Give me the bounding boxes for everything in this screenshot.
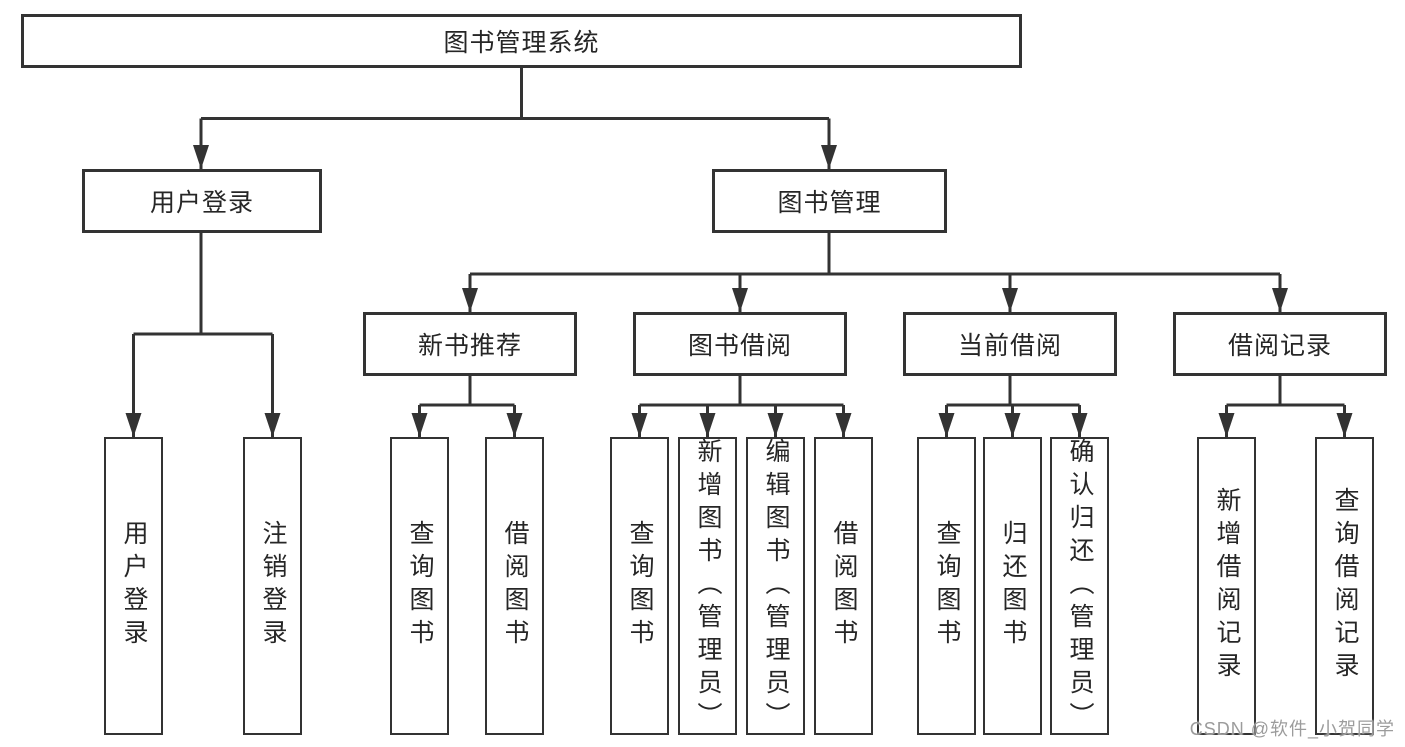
- leaf-label: 归还图书: [999, 520, 1027, 652]
- leaf-label: 查询借阅记录: [1331, 487, 1359, 685]
- leaf-label: 借阅图书: [501, 520, 529, 652]
- node-label: 图书管理系统: [443, 29, 600, 57]
- leaf-query-borrow-record: 查询借阅记录: [1315, 437, 1374, 735]
- node-label: 图书管理: [777, 189, 882, 217]
- leaf-logout: 注销登录: [243, 437, 302, 735]
- node-borrowing-records: 借阅记录: [1173, 312, 1387, 376]
- leaf-confirm-return-admin: 确认归还（管理员）: [1050, 437, 1109, 735]
- leaf-query-books-borrowing: 查询图书: [610, 437, 669, 735]
- leaf-query-books-recommend: 查询图书: [390, 437, 449, 735]
- node-label: 图书借阅: [687, 332, 792, 360]
- leaf-query-books-current: 查询图书: [917, 437, 976, 735]
- node-label: 当前借阅: [957, 332, 1062, 360]
- leaf-label: 确认归还（管理员）: [1066, 437, 1094, 735]
- leaf-label: 新增借阅记录: [1213, 487, 1241, 685]
- leaf-label: 查询图书: [626, 520, 654, 652]
- leaf-label: 新增图书（管理员）: [694, 437, 722, 735]
- node-book-management-branch: 图书管理: [712, 169, 947, 233]
- node-label: 新书推荐: [417, 332, 522, 360]
- leaf-add-borrow-record: 新增借阅记录: [1197, 437, 1256, 735]
- leaf-edit-books-admin: 编辑图书（管理员）: [746, 437, 805, 735]
- leaf-borrow-books-recommend: 借阅图书: [485, 437, 544, 735]
- leaf-label: 编辑图书（管理员）: [762, 437, 790, 735]
- leaf-label: 用户登录: [120, 520, 148, 652]
- node-new-book-recommendation: 新书推荐: [363, 312, 577, 376]
- node-label: 借阅记录: [1227, 332, 1332, 360]
- leaf-borrow-books: 借阅图书: [814, 437, 873, 735]
- leaf-user-login: 用户登录: [104, 437, 163, 735]
- leaf-label: 注销登录: [259, 520, 287, 652]
- leaf-add-books-admin: 新增图书（管理员）: [678, 437, 737, 735]
- node-library-management-system: 图书管理系统: [21, 14, 1022, 68]
- node-user-login-branch: 用户登录: [82, 169, 322, 233]
- node-book-borrowing: 图书借阅: [633, 312, 847, 376]
- leaf-label: 查询图书: [933, 520, 961, 652]
- node-label: 用户登录: [149, 189, 254, 217]
- leaf-return-books: 归还图书: [983, 437, 1042, 735]
- csdn-watermark: CSDN @软件_小贺同学: [1189, 719, 1395, 739]
- leaf-label: 查询图书: [406, 520, 434, 652]
- node-current-borrowing: 当前借阅: [903, 312, 1117, 376]
- leaf-label: 借阅图书: [830, 520, 858, 652]
